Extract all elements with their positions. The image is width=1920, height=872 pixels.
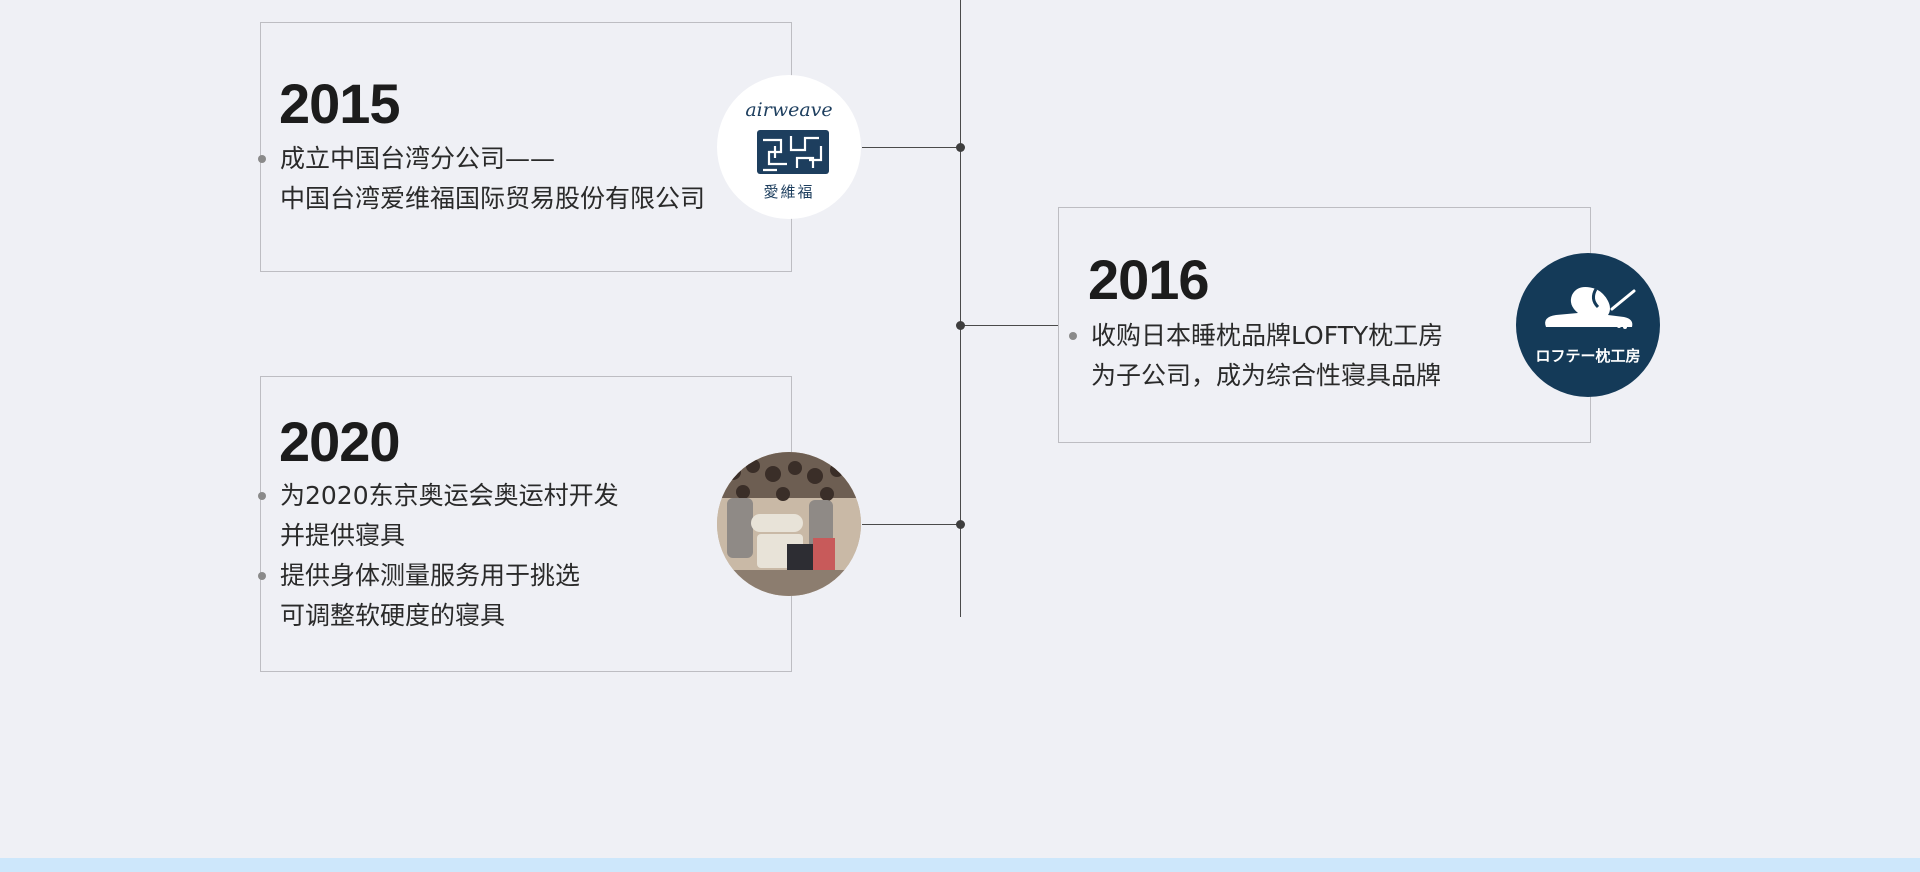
connector-2015 (862, 147, 960, 148)
event-2016-line-1: 收购日本睡枕品牌LOFTY枕工房 (1091, 321, 1444, 350)
bullet-dot (258, 572, 266, 580)
crowd-photo-illustration (717, 452, 861, 596)
year-2016: 2016 (1088, 248, 1210, 311)
timeline-node-2016 (956, 321, 965, 330)
airweave-emblem-icon (757, 130, 829, 174)
timeline-node-2015 (956, 143, 965, 152)
event-2020-bullet-1: 为2020东京奥运会奥运村开发 并提供寝具 (258, 476, 619, 556)
year-2020: 2020 (279, 410, 401, 473)
bottom-band (0, 858, 1920, 872)
event-2020-bullet-1-line-1: 为2020东京奥运会奥运村开发 (280, 481, 619, 510)
airweave-chinese-name: 愛維福 (763, 183, 815, 201)
connector-2020 (862, 524, 960, 525)
olympic-village-photo (717, 452, 861, 596)
timeline-node-2020 (956, 520, 965, 529)
event-2020-bullet-2: 提供身体测量服务用于挑选 可调整软硬度的寝具 (258, 556, 581, 636)
year-2015: 2015 (279, 72, 401, 135)
airweave-wordmark: airweave (745, 99, 833, 121)
event-2016-line-2: 为子公司，成为综合性寝具品牌 (1091, 361, 1442, 390)
lofty-caption: ロフテー枕工房 (1535, 347, 1641, 365)
event-2015-bullet: 成立中国台湾分公司—— 中国台湾爱维福国际贸易股份有限公司 (258, 139, 706, 219)
bullet-dot (258, 492, 266, 500)
event-2015-line-2: 中国台湾爱维福国际贸易股份有限公司 (280, 184, 706, 213)
bullet-dot (258, 155, 266, 163)
event-2020-bullet-2-line-2: 可调整软硬度的寝具 (280, 601, 506, 630)
event-2015-line-1: 成立中国台湾分公司—— (280, 144, 556, 173)
event-2020-bullet-2-line-1: 提供身体测量服务用于挑选 (280, 561, 581, 590)
connector-2016 (960, 325, 1058, 326)
airweave-logo: airweave 愛維福 (717, 75, 861, 219)
bullet-dot (1069, 332, 1077, 340)
pillow-icon (1545, 287, 1636, 329)
timeline-axis (960, 0, 961, 617)
event-2016-bullet: 收购日本睡枕品牌LOFTY枕工房 为子公司，成为综合性寝具品牌 (1069, 316, 1444, 396)
lofty-logo: ロフテー枕工房 (1516, 253, 1660, 397)
event-2020-bullet-1-line-2: 并提供寝具 (280, 521, 406, 550)
